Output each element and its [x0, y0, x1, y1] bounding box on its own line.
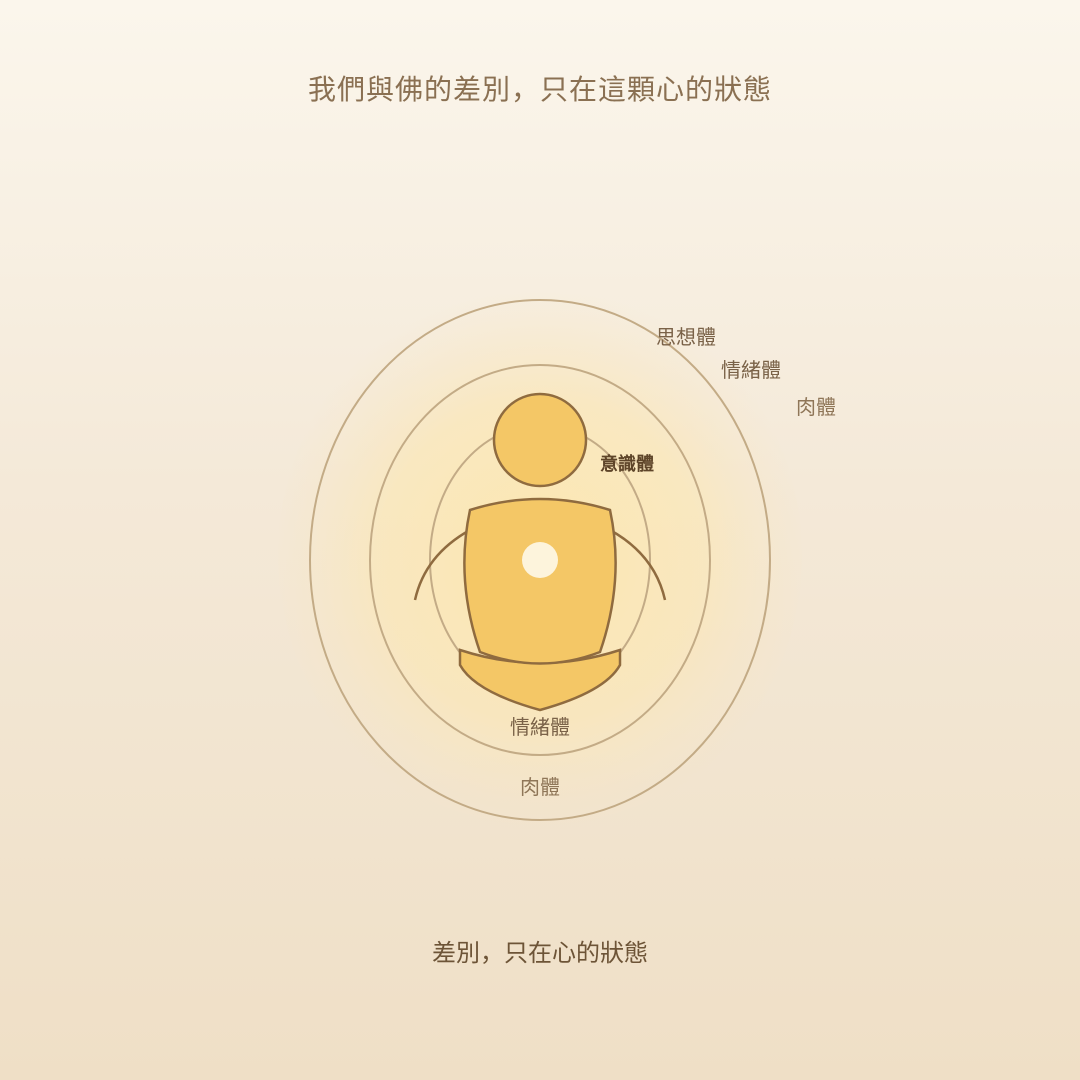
figure-left-arm: [413, 528, 471, 601]
caption: 差別，只在心的狀態: [432, 939, 648, 967]
label-physical-body-outer: 肉體: [796, 395, 836, 419]
emotion-body-ring: [369, 364, 711, 756]
label-thought-body: 思想體: [656, 325, 716, 349]
figure-torso: [463, 497, 617, 665]
label-emotion-body-outer: 情緒體: [721, 358, 781, 382]
label-emotion-body-inner: 情緒體: [510, 715, 570, 739]
figure-right-arm: [609, 528, 667, 601]
page-title: 我們與佛的差別，只在這顆心的狀態: [307, 73, 772, 106]
thought-body-ring: [309, 299, 771, 821]
figure-head: [492, 392, 588, 488]
label-physical-body-inner: 肉體: [520, 775, 560, 799]
label-consciousness-body: 意識體: [600, 453, 654, 475]
heart-light: [522, 542, 558, 578]
